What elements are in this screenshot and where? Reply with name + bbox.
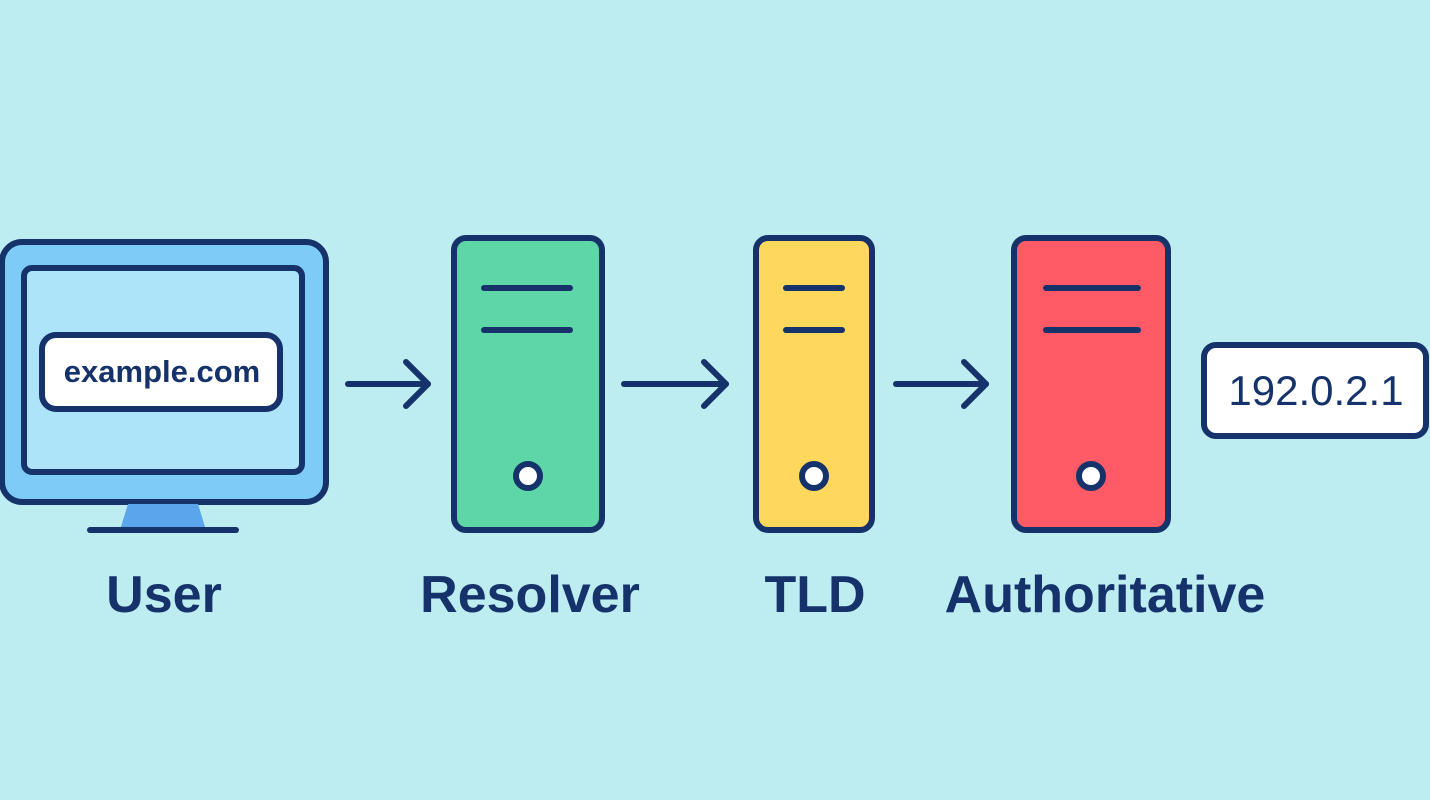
tld-server-icon xyxy=(753,235,875,533)
arrow-tld-to-authoritative xyxy=(893,359,989,409)
resolver-server-body xyxy=(451,235,605,533)
resolver-power-icon xyxy=(513,461,543,491)
ip-result-box-outline xyxy=(1201,342,1429,439)
node-label-resolver: Resolver xyxy=(420,566,640,624)
tld-server-body xyxy=(753,235,875,533)
authoritative-server-body xyxy=(1011,235,1171,533)
monitor-icon xyxy=(0,239,329,533)
resolver-server-icon xyxy=(451,235,605,533)
url-box-outline xyxy=(39,332,283,412)
authoritative-server-icon xyxy=(1011,235,1171,533)
query-domain-text: example.com xyxy=(63,354,261,389)
node-label-authoritative: Authoritative xyxy=(944,566,1266,624)
arrow-resolver-to-tld xyxy=(621,359,729,409)
authoritative-power-icon xyxy=(1076,461,1106,491)
node-label-tld: TLD xyxy=(764,566,866,624)
resolved-ip-text: 192.0.2.1 xyxy=(1228,367,1404,414)
tld-power-icon xyxy=(799,461,829,491)
monitor-stand xyxy=(120,504,206,530)
node-label-user: User xyxy=(106,566,222,624)
arrow-user-to-resolver xyxy=(345,359,431,409)
